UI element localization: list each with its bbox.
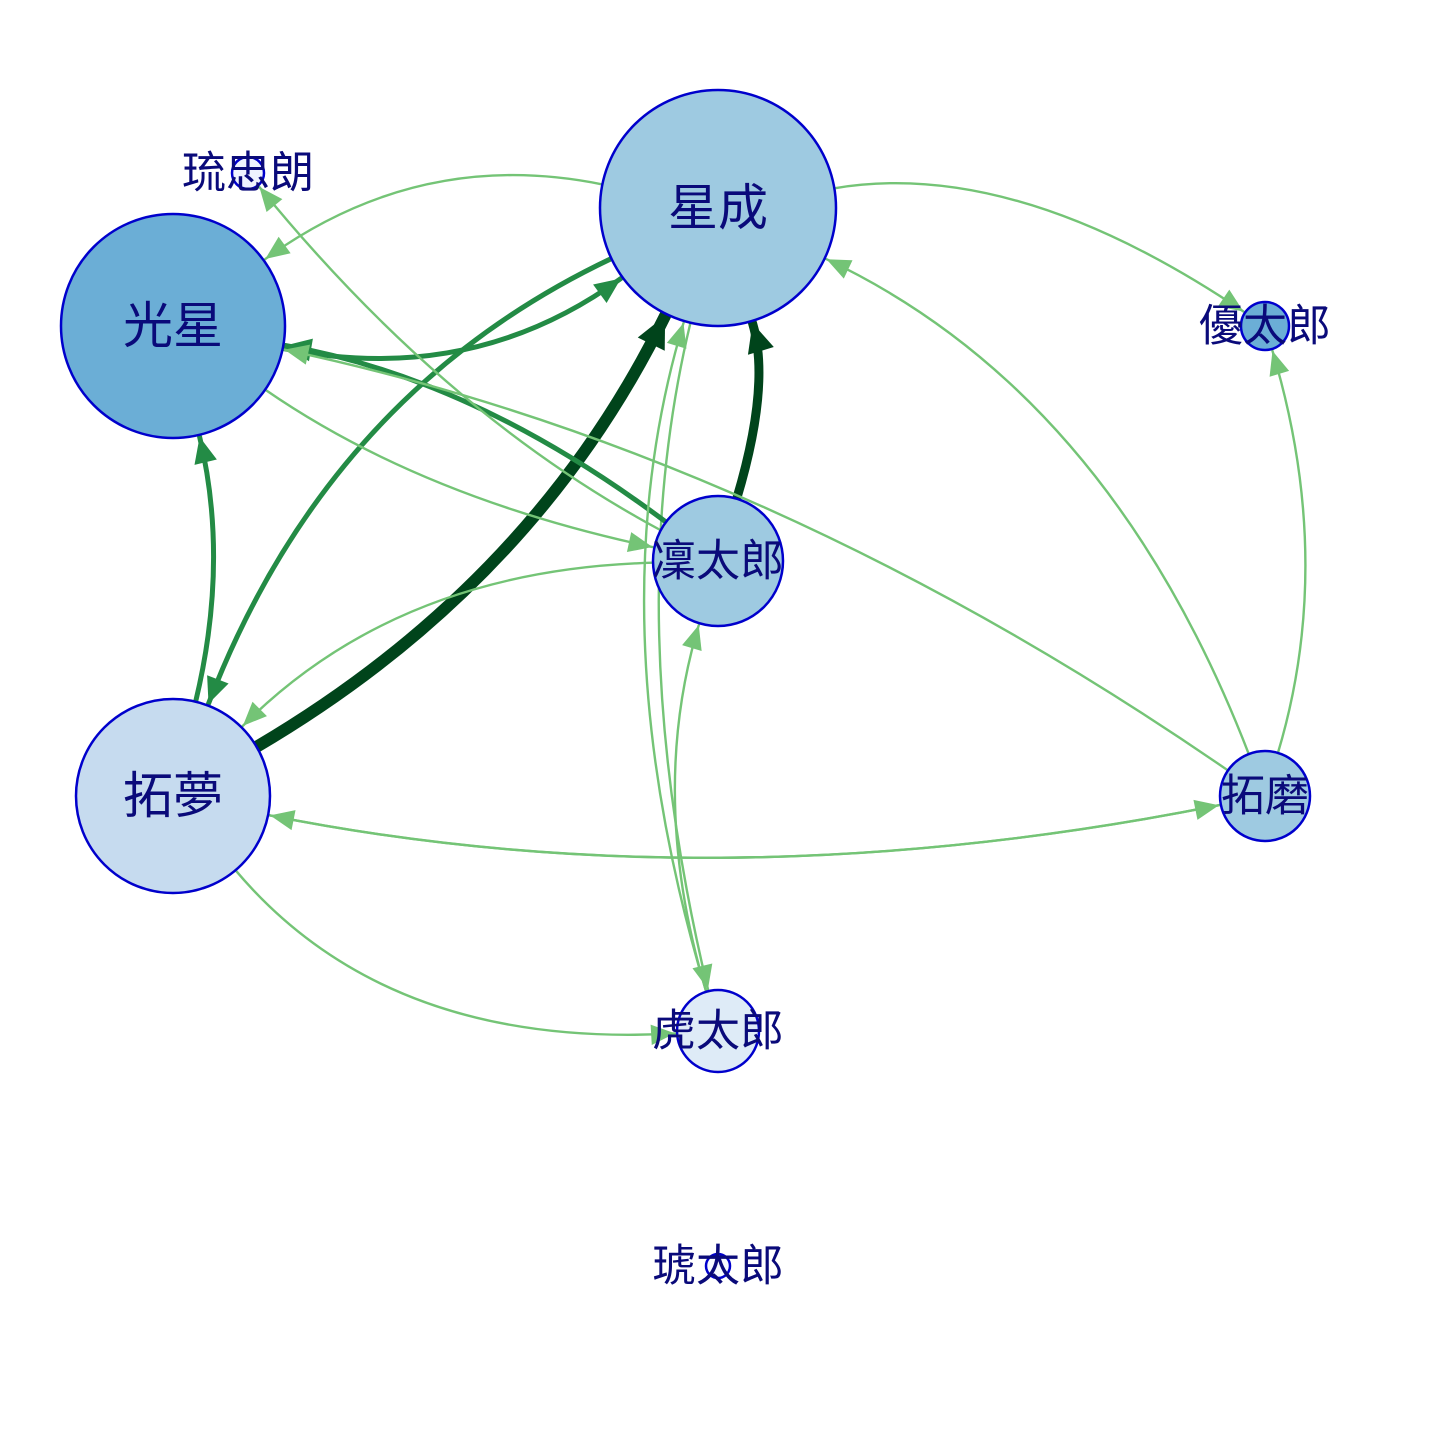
node-takumu[interactable]: 拓夢 (74, 697, 272, 895)
edge-arrowhead (1269, 350, 1290, 377)
edge-rintaro-takumu (241, 561, 655, 728)
edge-arrowhead (626, 532, 653, 553)
node-circle[interactable] (704, 1252, 732, 1280)
node-label: 光星 (123, 297, 223, 355)
node-kosei[interactable]: 光星 (59, 212, 287, 440)
edges-layer (193, 173, 1307, 1045)
edge-arrowhead (650, 1024, 676, 1045)
node-label: 琉忠朗 (182, 148, 314, 199)
edge-arrowhead (637, 315, 666, 351)
edge-arrowhead (1217, 289, 1244, 312)
node-circle[interactable] (230, 155, 266, 191)
edge-arrowhead (284, 344, 311, 365)
edge-hoshinari-kotaro (657, 321, 710, 991)
edge-takumu-hoshinari (250, 309, 672, 753)
node-label: 星成 (668, 179, 768, 237)
node-circle[interactable] (598, 88, 838, 328)
node-circle[interactable] (1239, 300, 1291, 352)
node-circle[interactable] (675, 988, 761, 1074)
node-label: 拓夢 (123, 767, 223, 825)
edge-arrowhead (207, 675, 229, 704)
edge-arrowhead (747, 322, 774, 355)
edge-takumu-kosei (193, 434, 217, 705)
node-circle[interactable] (1218, 749, 1312, 843)
node-kotaro[interactable]: 虎太郎 (652, 988, 784, 1074)
edge-arrowhead (682, 625, 702, 652)
edge-kotaro-hoshinari (642, 321, 708, 993)
edge-arrowhead (666, 322, 687, 349)
node-rintaro[interactable]: 凜太郎 (651, 494, 785, 628)
node-label: 琥太郎 (652, 1241, 784, 1292)
edge-takumu-kotaro (234, 868, 677, 1036)
node-ruchuro[interactable]: 琉忠朗 (182, 148, 314, 199)
node-kotaro2[interactable]: 琥太郎 (652, 1241, 784, 1292)
node-label: 優太郎 (1199, 301, 1331, 352)
edge-rintaro-ruchuro (258, 185, 662, 532)
node-takuma[interactable]: 拓磨 (1218, 749, 1312, 843)
edge-arrowhead (1193, 799, 1219, 820)
edge-arrowhead (265, 236, 291, 260)
node-label: 拓磨 (1221, 771, 1309, 822)
edge-hoshinari-takumu (206, 256, 614, 707)
edge-takuma-kosei (283, 348, 1230, 772)
edge-arrowhead (259, 186, 283, 212)
node-yutaro[interactable]: 優太郎 (1199, 301, 1331, 352)
edge-arrowhead (194, 436, 217, 465)
edge-arrowhead (270, 810, 296, 831)
edge-hoshinari-yutaro (833, 182, 1245, 313)
node-circle[interactable] (651, 494, 785, 628)
node-circle[interactable] (59, 212, 287, 440)
edge-takuma-yutaro (1271, 349, 1307, 755)
edge-arrowhead (242, 701, 267, 726)
edge-takumu-takuma (266, 804, 1221, 859)
edge-arrowhead (593, 278, 621, 304)
edge-hoshinari-kosei (264, 173, 604, 261)
node-hoshinari[interactable]: 星成 (598, 88, 838, 328)
edge-arrowhead (826, 259, 853, 279)
edge-takuma-takumu (268, 803, 1223, 860)
node-circle[interactable] (74, 697, 272, 895)
edge-takuma-hoshinari (825, 258, 1250, 756)
edge-kosei-hoshinari (280, 275, 624, 361)
node-label: 虎太郎 (652, 1006, 784, 1057)
edge-kosei-rintaro (263, 388, 654, 549)
node-label: 凜太郎 (652, 536, 784, 587)
